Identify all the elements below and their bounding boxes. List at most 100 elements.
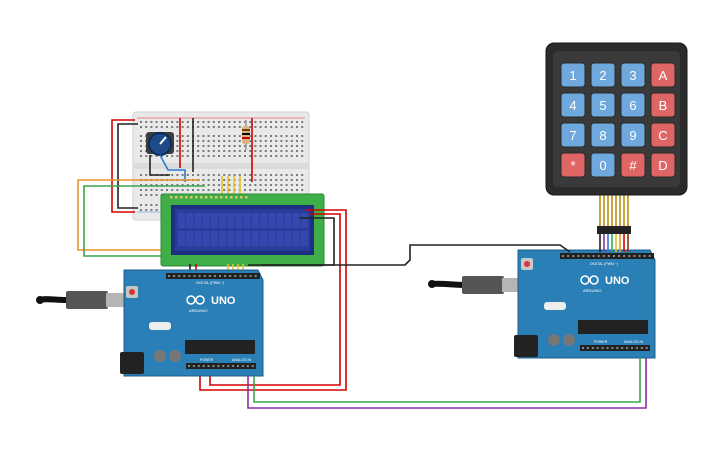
keypad-key[interactable]: B bbox=[650, 92, 676, 118]
breadboard-hole bbox=[254, 121, 257, 123]
keypad-key[interactable]: 0 bbox=[590, 152, 616, 178]
keypad-key[interactable]: 2 bbox=[590, 62, 616, 88]
header-pin bbox=[178, 275, 181, 277]
breadboard-hole bbox=[259, 155, 262, 157]
breadboard-hole bbox=[264, 150, 267, 152]
lcd-cell bbox=[284, 213, 292, 228]
breadboard-hole bbox=[171, 174, 174, 176]
arduino-uno-right[interactable]: UNO ARDUINO DIGITAL (PWM ~) POWER ANALOG… bbox=[428, 249, 656, 359]
digital-header-label-right: DIGITAL (PWM ~) bbox=[590, 262, 618, 266]
breadboard-hole bbox=[254, 179, 257, 181]
breadboard-hole bbox=[155, 184, 158, 186]
breadboard-hole bbox=[280, 179, 283, 181]
resistor[interactable] bbox=[242, 120, 250, 150]
breadboard-hole bbox=[140, 204, 142, 206]
breadboard-hole bbox=[285, 140, 288, 142]
lcd-pin bbox=[180, 196, 183, 199]
breadboard-hole bbox=[155, 209, 158, 211]
breadboard-hole bbox=[186, 135, 189, 137]
breadboard-hole bbox=[280, 174, 283, 176]
breadboard-hole bbox=[218, 189, 220, 191]
breadboard-hole bbox=[264, 184, 267, 186]
keypad-key[interactable]: 1 bbox=[560, 62, 586, 88]
lcd-cell bbox=[210, 231, 218, 246]
breadboard-hole bbox=[150, 155, 153, 157]
lcd-left-wires[interactable] bbox=[77, 179, 205, 257]
header-pin bbox=[251, 365, 254, 367]
breadboard-hole bbox=[259, 189, 262, 191]
breadboard-hole bbox=[259, 150, 262, 152]
keypad-key[interactable]: # bbox=[620, 152, 646, 178]
keypad-key[interactable]: * bbox=[560, 152, 586, 178]
breadboard-hole bbox=[166, 189, 168, 191]
breadboard-hole bbox=[223, 174, 226, 176]
breadboard-hole bbox=[218, 174, 220, 176]
keypad-key-label: # bbox=[629, 158, 637, 173]
breadboard-hole bbox=[244, 184, 246, 186]
header-pin bbox=[237, 365, 239, 367]
lcd-pin bbox=[210, 196, 213, 199]
header-pin bbox=[601, 347, 604, 349]
arduino-uno-left[interactable]: UNO ARDUINO DIGITAL (PWM ~) POWER ANALOG… bbox=[36, 269, 264, 377]
breadboard-hole bbox=[244, 189, 246, 191]
breadboard-hole bbox=[223, 179, 226, 181]
lcd-pin bbox=[220, 196, 223, 199]
keypad-key[interactable]: 7 bbox=[560, 122, 586, 148]
breadboard-hole bbox=[197, 126, 200, 128]
breadboard-hole bbox=[244, 174, 246, 176]
breadboard-hole bbox=[285, 145, 288, 147]
breadboard-hole bbox=[249, 155, 252, 157]
header-pin bbox=[626, 347, 629, 349]
breadboard-hole bbox=[228, 135, 231, 137]
lcd-pin bbox=[230, 196, 233, 199]
breadboard-hole bbox=[233, 121, 236, 123]
breadboard-hole bbox=[197, 155, 200, 157]
lcd-display[interactable] bbox=[160, 193, 325, 267]
analog-header-label-left: ANALOG IN bbox=[232, 358, 252, 362]
lcd-pin bbox=[175, 196, 178, 199]
breadboard-hole bbox=[160, 184, 163, 186]
digital-header-label-left: DIGITAL (PWM ~) bbox=[196, 281, 224, 285]
lcd-cell bbox=[210, 213, 218, 228]
keypad-key[interactable]: 8 bbox=[590, 122, 616, 148]
header-pin bbox=[582, 255, 585, 257]
breadboard-hole bbox=[186, 126, 189, 128]
breadboard-hole bbox=[285, 189, 288, 191]
breadboard-hole bbox=[275, 126, 278, 128]
breadboard-hole bbox=[181, 140, 184, 142]
lcd-cell bbox=[243, 213, 251, 228]
header-pin bbox=[173, 275, 176, 277]
breadboard-hole bbox=[259, 179, 262, 181]
breadboard-hole bbox=[160, 189, 163, 191]
keypad-key[interactable]: D bbox=[650, 152, 676, 178]
breadboard-wires[interactable] bbox=[111, 118, 253, 213]
breadboard-hole bbox=[140, 121, 142, 123]
breadboard-hole bbox=[264, 140, 267, 142]
breadboard-hole bbox=[228, 145, 231, 147]
potentiometer[interactable] bbox=[146, 132, 174, 156]
breadboard-hole bbox=[259, 135, 262, 137]
breadboard-hole bbox=[270, 150, 272, 152]
breadboard-hole bbox=[290, 135, 293, 137]
breadboard-hole bbox=[192, 184, 194, 186]
keypad-key[interactable]: 4 bbox=[560, 92, 586, 118]
keypad-ribbon-cable[interactable] bbox=[597, 195, 631, 252]
keypad-key[interactable]: C bbox=[650, 122, 676, 148]
keypad-key[interactable]: A bbox=[650, 62, 676, 88]
breadboard-hole bbox=[145, 184, 148, 186]
breadboard-hole bbox=[140, 209, 142, 211]
keypad-key[interactable]: 9 bbox=[620, 122, 646, 148]
keypad-key[interactable]: 5 bbox=[590, 92, 616, 118]
lcd-pin bbox=[185, 196, 188, 199]
keypad-key[interactable]: 6 bbox=[620, 92, 646, 118]
header-pin bbox=[623, 255, 626, 257]
keypad-key[interactable]: 3 bbox=[620, 62, 646, 88]
header-pin bbox=[645, 347, 648, 349]
breadboard-hole bbox=[290, 184, 293, 186]
lcd-cell bbox=[251, 231, 259, 246]
lcd-pin bbox=[190, 196, 193, 199]
lcd-cell bbox=[219, 231, 226, 246]
breadboard-hole bbox=[171, 155, 174, 157]
inter-board-wires[interactable] bbox=[247, 244, 647, 409]
